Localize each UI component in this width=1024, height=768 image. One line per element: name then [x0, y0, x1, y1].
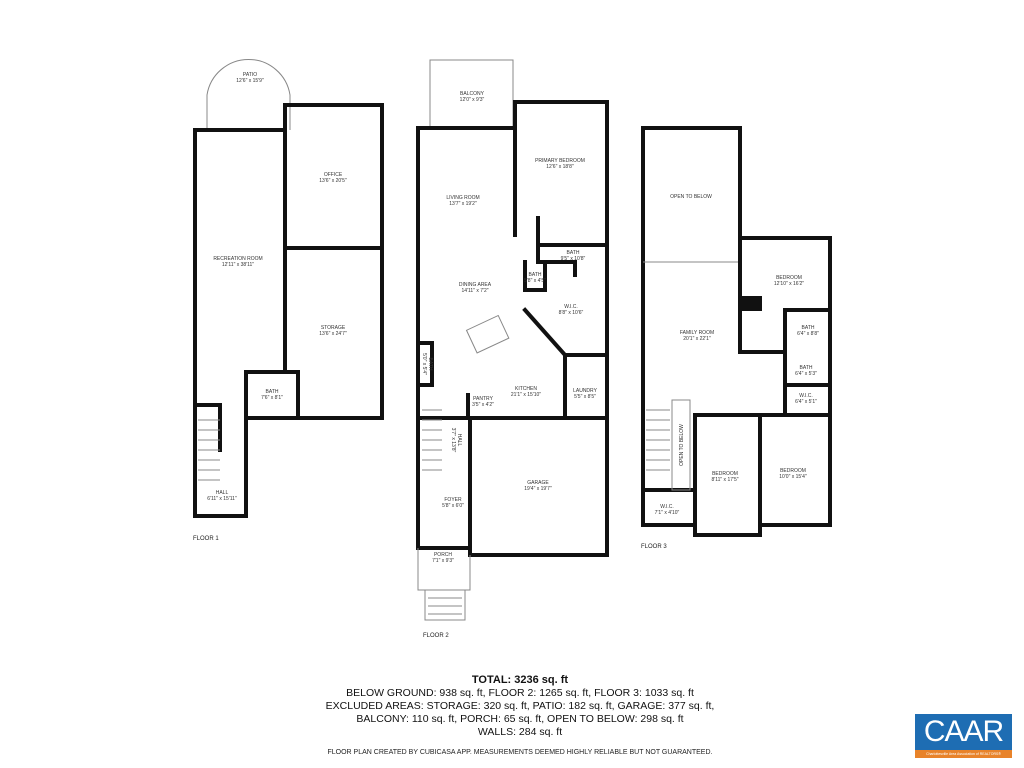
porch-outline: [417, 548, 471, 621]
room-dims: 7'1" x 9'3": [432, 558, 454, 564]
open-to-below-outline: [671, 399, 691, 491]
room-dims: 13'6" x 24'7": [319, 331, 347, 337]
room-name: HALL: [456, 434, 462, 447]
room-dims: 13'7" x 19'2": [449, 201, 477, 207]
room-name: OPEN TO BELOW: [670, 194, 712, 200]
bath-walls: [244, 370, 300, 420]
room-name: BATH: [529, 272, 542, 278]
room-name: FOYER: [444, 497, 462, 503]
room-dims: 10'0" x 15'4": [779, 474, 807, 480]
small-bath-walls: [523, 260, 547, 292]
room-name: LIVING ROOM: [446, 195, 479, 201]
room-dims: 6'11" x 15'11": [207, 496, 237, 502]
floor-1-plan: PATIO 12'6" x 15'9" OFFICE 13'6" x 20'5"…: [193, 59, 384, 542]
area-line: EXCLUDED AREAS: STORAGE: 320 sq. ft, PAT…: [325, 700, 715, 712]
floor-label: FLOOR 1: [193, 536, 219, 542]
room-dims: 7'1" x 4'10": [655, 510, 680, 516]
logo-tagline: Charlottesville Area Association of REAL…: [915, 750, 1012, 758]
room-dims: 3'5" x 4'2": [472, 402, 494, 408]
floor-label: FLOOR 3: [641, 544, 667, 550]
room-dims: 6'4" x 5'3": [795, 371, 817, 377]
room-name: BEDROOM: [776, 275, 802, 281]
room-dims: 12'10" x 16'2": [774, 281, 804, 287]
room-name: PATIO: [243, 72, 257, 78]
floor-3-plan: OPEN TO BELOW BEDROOM 12'10" x 16'2" FAM…: [641, 126, 832, 550]
room-dims: 3'7" x 13'8": [450, 428, 456, 453]
room-dims: 6'4" x 5'1": [795, 399, 817, 405]
stairs-icon: [198, 419, 220, 481]
area-summary: TOTAL: 3236 sq. ft BELOW GROUND: 938 sq.…: [280, 674, 760, 756]
garage-walls: [416, 416, 609, 557]
room-name: W.I.C.: [564, 304, 578, 310]
room-dims: 19'4" x 19'7": [524, 486, 552, 492]
bath-walls: [536, 216, 609, 277]
stairs-icon: [646, 409, 670, 471]
room-dims: 20'1" x 22'1": [683, 336, 711, 342]
room-dims: 12'11" x 38'11": [222, 262, 254, 268]
caar-logo: CAAR Charlottesville Area Association of…: [915, 714, 1012, 758]
room-name: BEDROOM: [780, 468, 806, 474]
wic-wall: [522, 307, 609, 357]
wall-block: [740, 296, 762, 311]
room-name: PORCH: [434, 552, 452, 558]
floor-2-walls: [416, 100, 609, 557]
room-name: OFFICE: [324, 172, 343, 178]
room-dims: 21'1" x 15'10": [511, 392, 541, 398]
room-dims: 6'4" x 8'8": [797, 331, 819, 337]
room-name: W.I.C.: [660, 504, 674, 510]
room-dims: 5'8" x 6'0": [442, 503, 464, 509]
room-name: BALCONY: [460, 91, 485, 97]
area-line: BELOW GROUND: 938 sq. ft, FLOOR 2: 1265 …: [346, 687, 694, 699]
room-name: PRIMARY BEDROOM: [535, 158, 585, 164]
room-dims: 12'6" x 15'9": [236, 78, 264, 84]
room-dims: 5'0" x 5'4": [421, 353, 427, 375]
room-name: BATH: [427, 358, 433, 371]
room-name: OPEN TO BELOW: [679, 424, 685, 466]
stairs-icon: [422, 314, 510, 615]
room-name: FAMILY ROOM: [680, 330, 714, 336]
room-dims: 14'11" x 7'2": [461, 288, 488, 294]
hall-wall: [193, 403, 222, 452]
room-name: GARAGE: [527, 480, 549, 486]
room-dims: 9'5" x 10'8": [561, 256, 586, 262]
room-name: LAUNDRY: [573, 388, 597, 394]
floor-label: FLOOR 2: [423, 633, 449, 639]
floor-1-walls: [193, 103, 384, 518]
room-dims: 12'0" x 9'3": [460, 97, 485, 103]
room-name: HALL: [216, 490, 229, 496]
room-dims: 8'8" x 10'6": [559, 310, 584, 316]
room-name: BATH: [266, 389, 279, 395]
room-name: PANTRY: [473, 396, 493, 402]
half-bath-walls: [416, 341, 434, 387]
logo-text: CAAR: [923, 715, 1004, 748]
room-name: BATH: [802, 325, 815, 331]
patio-outline: [206, 59, 291, 130]
area-line: WALLS: 284 sq. ft: [477, 726, 563, 738]
room-name: RECREATION ROOM: [213, 256, 262, 262]
room-dims: 12'6" x 18'8": [546, 164, 574, 170]
wall: [466, 353, 567, 420]
room-name: KITCHEN: [515, 386, 537, 392]
disclaimer: FLOOR PLAN CREATED BY CUBICASA APP. MEAS…: [327, 749, 713, 756]
room-name: BATH: [567, 250, 580, 256]
room-dims: 8'11" x 17'5": [711, 477, 738, 483]
total-area: TOTAL: 3236 sq. ft: [471, 674, 569, 686]
room-name: BATH: [800, 365, 813, 371]
room-dims: 5'8" x 4'5": [524, 278, 546, 284]
room-dims: 5'5" x 8'5": [574, 394, 596, 400]
room-dims: 7'6" x 8'1": [261, 395, 283, 401]
balcony-outline: [429, 59, 514, 130]
area-line: BALCONY: 110 sq. ft, PORCH: 65 sq. ft, O…: [356, 713, 684, 725]
room-name: DINING AREA: [459, 282, 492, 288]
floor-2-plan: BALCONY 12'0" x 9'3" PRIMARY BEDROOM 12'…: [416, 59, 609, 639]
room-name: BEDROOM: [712, 471, 738, 477]
room-name: W.I.C.: [799, 393, 813, 399]
room-name: STORAGE: [321, 325, 346, 331]
room-dims: 13'6" x 20'5": [319, 178, 347, 184]
